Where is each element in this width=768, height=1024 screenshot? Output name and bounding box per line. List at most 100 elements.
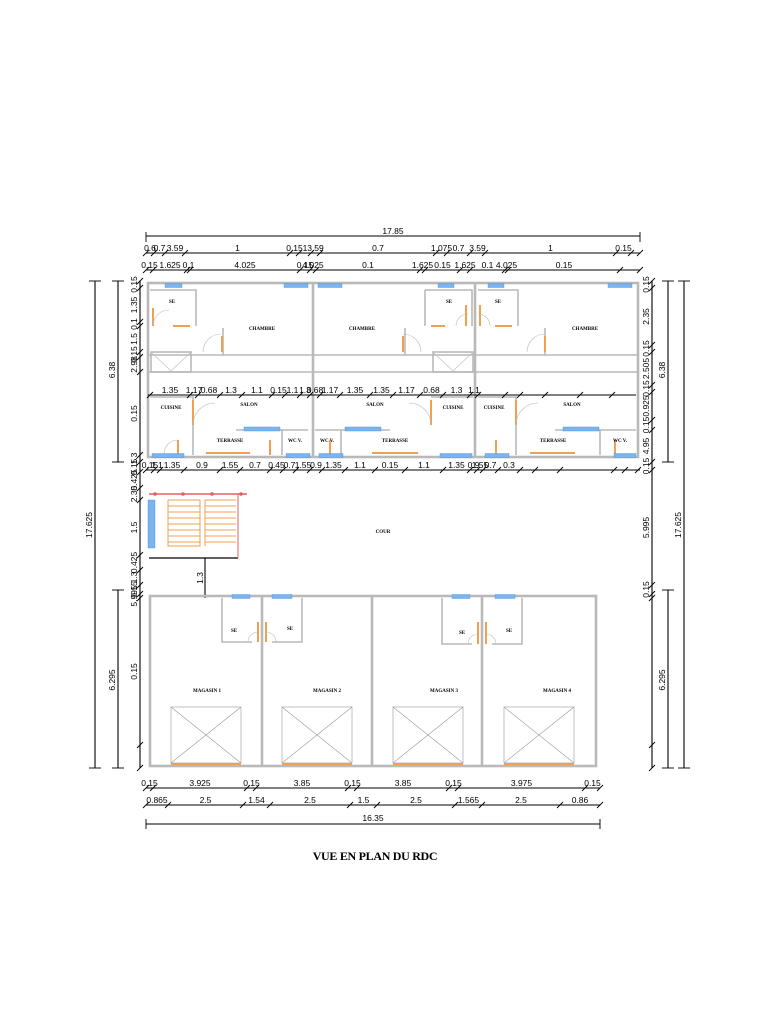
dim-lower-row-10: 1.35 (325, 460, 342, 470)
dim-top-row2-5: 4.025 (302, 260, 324, 270)
drawing-title: VUE EN PLAN DU RDC (313, 849, 438, 863)
staircase: 1.3 (147, 492, 247, 598)
dim-lower-row-4: 1.55 (222, 460, 239, 470)
dim-top-row1-3: 1 (235, 243, 240, 253)
room-se-1: SE (169, 300, 176, 305)
dim-top-row2-3: 4.025 (234, 260, 256, 270)
dim-right-inner-1: 2.35 (641, 308, 651, 325)
dim-lower-row-7: 0.7 (284, 460, 296, 470)
dim-left-inner-16: 0.15 (129, 663, 139, 680)
room-chambre-2: CHAMBRE (349, 327, 376, 332)
dim-mid-row-5: 0.15 (270, 385, 287, 395)
dim-top-row1-6: 3.59 (307, 243, 324, 253)
dim-mid-row-8: 0.68 (307, 385, 324, 395)
dim-top-row2-2: 0.1 (183, 260, 195, 270)
dim-left-inner-12: 0.425 (129, 552, 139, 574)
dim-right-inner-9: 5.995 (641, 517, 651, 539)
dim-top-row1-0: 0.6 (144, 243, 156, 253)
room-terrasse-3: TERRASSE (540, 439, 567, 444)
shops-block (148, 594, 598, 768)
room-mag-se-3: SE (459, 631, 466, 636)
dim-top-row1-11: 1 (548, 243, 553, 253)
dim-top-row1-12: 0.15 (615, 243, 632, 253)
apartments-block (146, 281, 640, 459)
room-magasin-2: MAGASIN 2 (313, 689, 341, 694)
dim-mid-row-12: 1.17 (398, 385, 415, 395)
dim-bottom-row2-0: 0.865 (146, 795, 168, 805)
dim-lower-row-2: 1.35 (164, 460, 181, 470)
dim-top-row1-2: 3.59 (167, 243, 184, 253)
dim-top-row2-1: 1.625 (159, 260, 181, 270)
dim-bottom-row2-8: 0.86 (572, 795, 589, 805)
dim-top-row1-9: 0.7 (453, 243, 465, 253)
dim-bottom-row1-0: 0.15 (141, 778, 158, 788)
dim-mid-row-3: 1.3 (225, 385, 237, 395)
dim-left-inner-7: 1.3 (129, 452, 139, 464)
dim-top-row2-10: 0.1 (482, 260, 494, 270)
dim-lower-row-6: 0.45 (268, 460, 285, 470)
dim-bottom-row1-2: 0.15 (243, 778, 260, 788)
dim-top-row2-4: 0.15 (297, 260, 314, 270)
left-dimension-chains: 17.625 6.38 6.295 0.151.350.11.50.152.98… (84, 276, 144, 772)
room-salon-3: SALON (563, 403, 581, 408)
dim-left-inner-15: 5.995 (129, 585, 139, 607)
room-magasin-4: MAGASIN 4 (543, 689, 571, 694)
dim-left-inner-9: 0.425 (129, 469, 139, 491)
dim-mid-row-10: 1.35 (347, 385, 364, 395)
dim-bottom-row2-5: 2.5 (410, 795, 422, 805)
dim-left-inner-13: 1.3 (129, 571, 139, 583)
dim-lower-row-12: 0.15 (382, 460, 399, 470)
room-chambre-1: CHAMBRE (249, 327, 276, 332)
room-chambre-3: CHAMBRE (572, 327, 599, 332)
dim-bottom-row1-3: 3.85 (294, 778, 311, 788)
room-wcv-3: WC V. (613, 439, 628, 444)
room-cuisine-3: CUISINE (484, 406, 506, 411)
room-wcv-1: WC V. (288, 439, 303, 444)
dim-right-lower: 6.295 (657, 669, 667, 691)
dim-lower-row-9: 0.9 (310, 460, 322, 470)
dim-bottom-row1-1: 3.925 (189, 778, 211, 788)
dim-lower-row-1: 1.1 (151, 460, 163, 470)
dim-right-inner-2: 0.15 (641, 340, 651, 357)
dim-left-upper: 6.38 (107, 361, 117, 378)
dim-lower-row-8: 1.55 (295, 460, 312, 470)
dim-left-total: 17.625 (84, 512, 94, 538)
dim-mid-row-15: 1.1 (468, 385, 480, 395)
dim-top-row1-7: 0.7 (372, 243, 384, 253)
dim-top-row2-12: 0.15 (556, 260, 573, 270)
dim-left-inner-4: 0.15 (129, 346, 139, 363)
dim-right-inner-0: 0.15 (641, 276, 651, 293)
dim-right-inner-5: 0.925 (641, 395, 651, 417)
room-se-3: SE (495, 300, 502, 305)
dim-mid-row-1: 1.17 (186, 385, 203, 395)
dim-top-row1-10: 3.59 (469, 243, 486, 253)
dim-mid-row-9: 1.17 (322, 385, 339, 395)
room-cuisine-2: CUISINE (443, 406, 465, 411)
dim-left-lower: 6.295 (107, 669, 117, 691)
dim-mid-row-7: 1.3 (299, 385, 311, 395)
dim-top-row2-0: 0.15 (141, 260, 158, 270)
room-salon-1: SALON (240, 403, 258, 408)
dim-top-row2-9: 1.625 (454, 260, 476, 270)
dim-lower-row-16: 1.55 (472, 460, 489, 470)
dim-left-inner-10: 2.35 (129, 485, 139, 502)
dim-left-inner-2: 0.1 (129, 318, 139, 330)
dim-bottom-row2-7: 2.5 (515, 795, 527, 805)
apartment-room-labels: SE SE SE CHAMBRE CHAMBRE CHAMBRE CUISINE… (161, 300, 628, 444)
room-magasin-1: MAGASIN 1 (193, 689, 221, 694)
dim-left-inner-8: 0.15 (129, 458, 139, 475)
dim-lower-row-3: 0.9 (196, 460, 208, 470)
dim-total-bottom: 16.35 (362, 813, 384, 823)
dim-left-inner-1: 1.35 (129, 296, 139, 313)
dim-bottom-row2-6: 1.565 (458, 795, 480, 805)
dim-right-inner-10: 0.15 (641, 581, 651, 598)
dim-mid-row-13: 0.68 (423, 385, 440, 395)
room-se-2: SE (446, 300, 453, 305)
dim-bottom-row2-3: 2.5 (304, 795, 316, 805)
dim-bottom-row2-4: 1.5 (358, 795, 370, 805)
room-mag-se-2: SE (287, 627, 294, 632)
dim-right-inner-7: 4.95 (641, 437, 651, 454)
